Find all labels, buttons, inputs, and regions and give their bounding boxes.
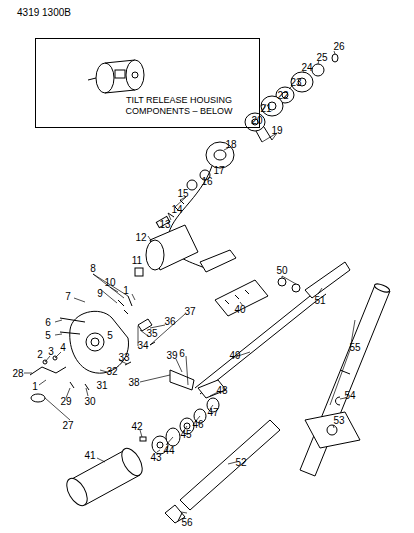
callout-number: 33 (118, 352, 129, 363)
callout-number: 41 (84, 450, 95, 461)
callout-number: 37 (184, 306, 195, 317)
callout-number: 2 (37, 349, 43, 360)
callout-number: 1 (123, 285, 129, 296)
tilt-housing-31 (30, 268, 155, 402)
callout-number: 48 (216, 385, 227, 396)
callout-number: 11 (132, 255, 142, 266)
housing-12 (146, 225, 198, 270)
shaft-49 (170, 288, 326, 398)
callout-number: 7 (65, 291, 71, 302)
washers (140, 398, 219, 454)
callout-number: 52 (235, 457, 246, 468)
callout-number: 23 (290, 77, 301, 88)
tilt-release-housing-icon (88, 60, 144, 93)
jacket-52 (165, 420, 280, 523)
callout-number: 32 (106, 366, 117, 377)
callout-number: 43 (150, 452, 161, 463)
callout-number: 1 (32, 381, 38, 392)
callout-number: 17 (213, 165, 224, 176)
callout-number: 42 (131, 421, 142, 432)
callout-number: 45 (180, 429, 191, 440)
callout-number: 14 (171, 204, 182, 215)
callout-number: 19 (271, 125, 282, 136)
callout-number: 56 (181, 517, 192, 528)
callout-number: 20 (251, 115, 262, 126)
callout-number: 18 (225, 139, 236, 150)
plate-53 (305, 412, 360, 448)
inset-note: TILT RELEASE HOUSING COMPONENTS – BELOW (114, 95, 244, 117)
callout-number: 9 (97, 288, 103, 299)
drawing-number: 4319 1300B (17, 7, 71, 18)
callout-number: 44 (163, 445, 174, 456)
callout-number: 21 (260, 103, 271, 114)
callout-number: 27 (62, 420, 73, 431)
callout-number: 24 (301, 62, 312, 73)
callout-number: 54 (344, 390, 355, 401)
leader-lines (24, 51, 355, 513)
callout-number: 51 (314, 295, 325, 306)
callout-number: 5 (45, 330, 51, 341)
upper-stack (156, 54, 338, 228)
plate-40 (215, 280, 268, 316)
callout-number: 12 (135, 232, 146, 243)
callout-number: 47 (207, 407, 218, 418)
callout-number: 16 (201, 176, 212, 187)
callout-number: 3 (48, 346, 54, 357)
callout-number: 4 (60, 342, 66, 353)
callout-number: 34 (137, 340, 148, 351)
tube-55 (300, 282, 391, 476)
callout-number: 46 (192, 419, 203, 430)
callout-number: 53 (333, 415, 344, 426)
clip-54 (336, 397, 341, 405)
callout-number: 38 (128, 377, 139, 388)
callout-number: 13 (159, 219, 170, 230)
callout-number: 22 (277, 90, 288, 101)
callout-number: 25 (316, 52, 327, 63)
callout-number: 35 (146, 328, 157, 339)
callout-number: 36 (164, 316, 175, 327)
callout-number: 39 (166, 350, 177, 361)
callout-number: 26 (333, 41, 344, 52)
inset-box: TILT RELEASE HOUSING COMPONENTS – BELOW (35, 38, 260, 128)
callout-number: 40 (234, 304, 245, 315)
callout-number: 49 (229, 350, 240, 361)
cylinder-41 (63, 445, 147, 509)
callout-number: 8 (90, 263, 96, 274)
callout-number: 10 (104, 277, 115, 288)
callout-number: 29 (60, 396, 71, 407)
callout-number: 5 (107, 330, 113, 341)
callout-number: 6 (45, 317, 51, 328)
callout-number: 15 (177, 188, 188, 199)
callout-number: 28 (12, 368, 23, 379)
callout-number: 6 (179, 348, 185, 359)
callout-number: 55 (349, 342, 360, 353)
callout-number: 30 (84, 396, 95, 407)
callout-number: 50 (276, 265, 287, 276)
callout-number: 31 (96, 380, 107, 391)
